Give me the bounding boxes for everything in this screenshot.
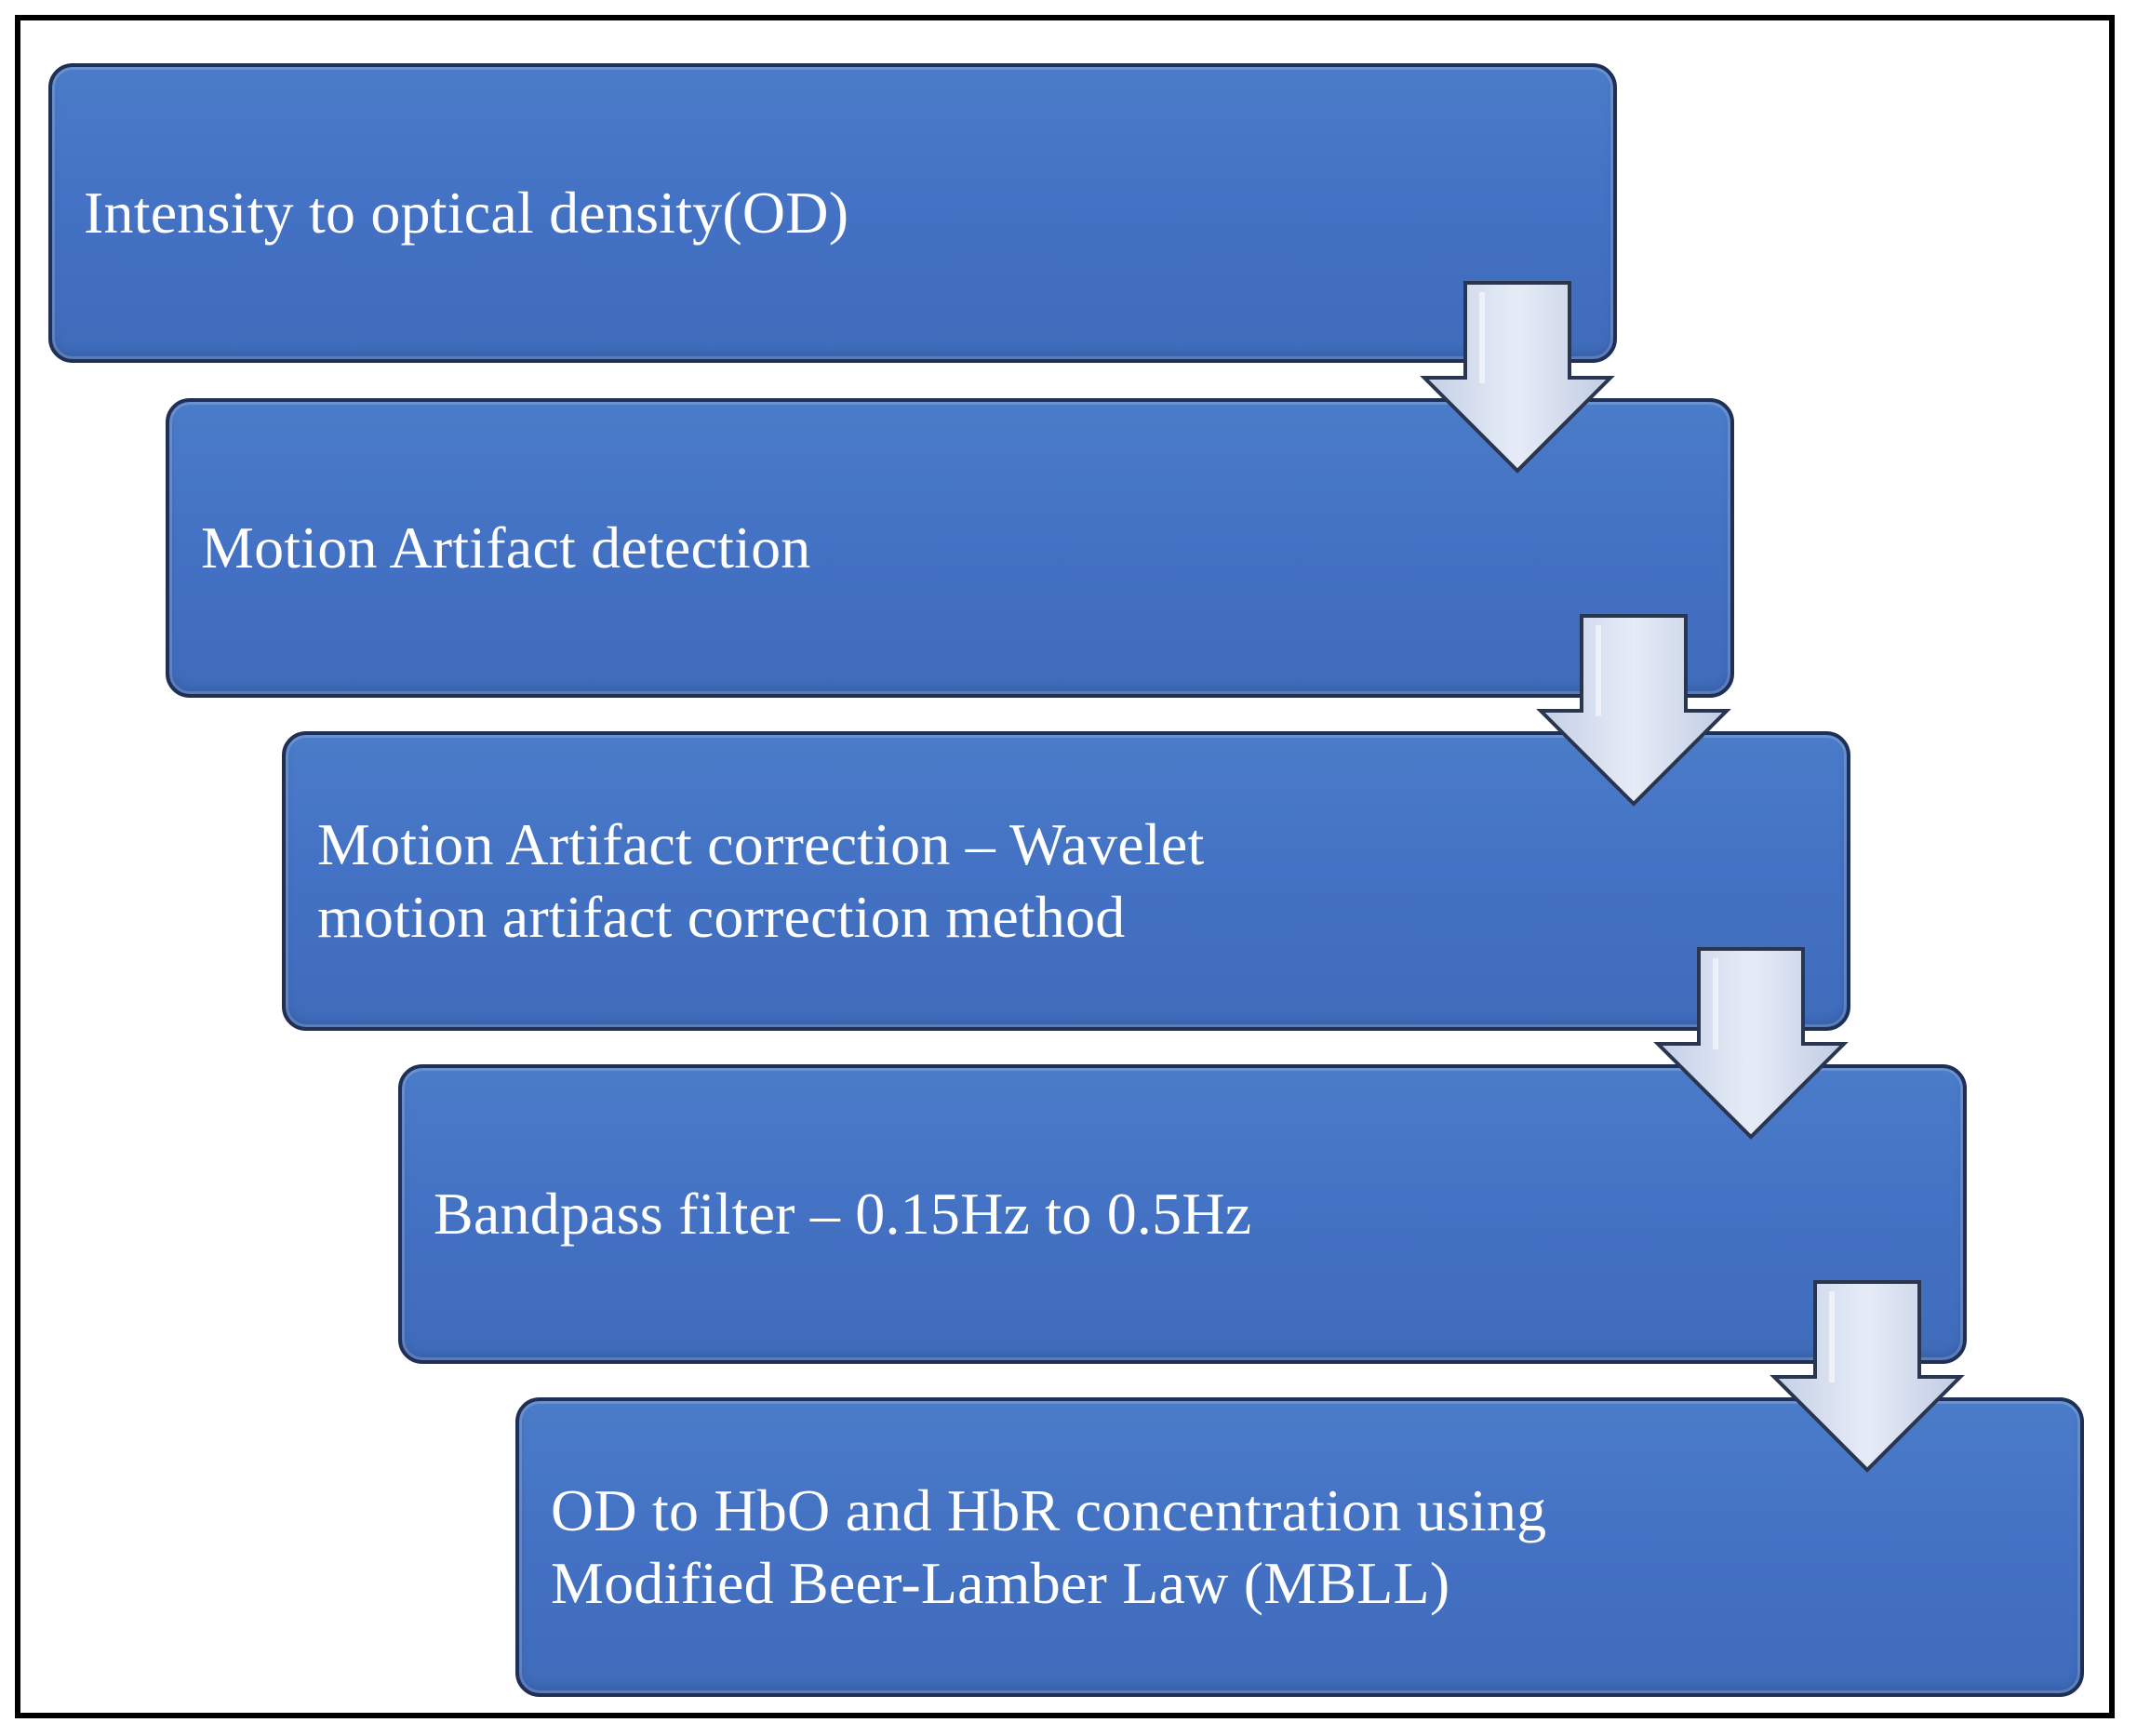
step-label: Motion Artifact detection — [201, 514, 811, 581]
step-label: OD to HbO and HbR concentration using Mo… — [551, 1476, 1547, 1616]
step-label: Intensity to optical density(OD) — [84, 179, 849, 246]
process-step-bandpass-filter: Bandpass filter – 0.15Hz to 0.5Hz — [398, 1064, 1967, 1364]
step-label: Bandpass filter – 0.15Hz to 0.5Hz — [434, 1180, 1252, 1247]
process-step-motion-artifact-detection: Motion Artifact detection — [166, 398, 1734, 698]
down-arrow-icon — [1536, 614, 1731, 807]
step-label: Motion Artifact correction – Wavelet mot… — [317, 810, 1205, 950]
process-step-intensity-to-od: Intensity to optical density(OD) — [48, 63, 1617, 363]
process-step-motion-artifact-correction: Motion Artifact correction – Wavelet mot… — [282, 731, 1850, 1031]
down-arrow-icon — [1420, 281, 1615, 474]
down-arrow-icon — [1770, 1280, 1965, 1473]
down-arrow-icon — [1653, 947, 1849, 1140]
process-step-od-to-hbo-hbr: OD to HbO and HbR concentration using Mo… — [515, 1397, 2084, 1697]
